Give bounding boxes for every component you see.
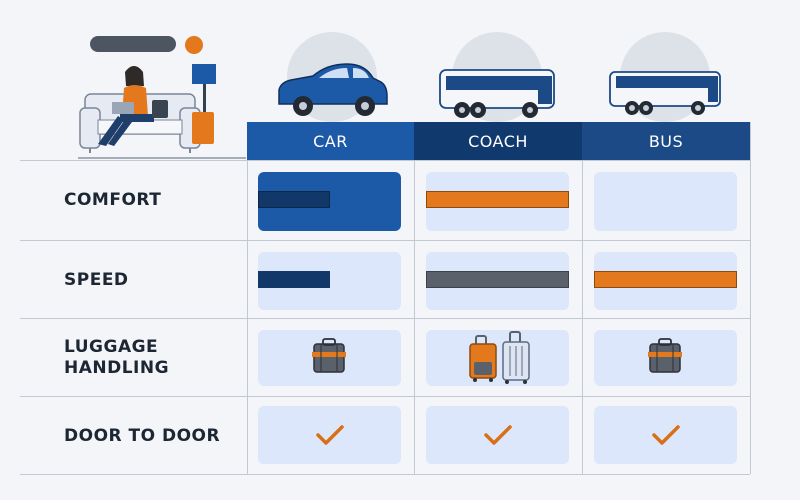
cell-luggage-bus	[594, 330, 737, 386]
comfort-car-bar	[258, 191, 330, 208]
row-label-luggage-line2: HANDLING	[64, 358, 170, 378]
divider	[247, 160, 248, 474]
cell-door-car	[258, 406, 401, 464]
row-label-luggage-line1: LUGGAGE	[64, 337, 159, 357]
column-header-car: CAR	[247, 122, 414, 160]
woman-on-sofa-illustration	[78, 64, 246, 159]
cell-comfort-coach	[426, 172, 569, 231]
column-header-coach: COACH	[414, 122, 582, 160]
coach-illustration-area	[414, 20, 582, 122]
cell-door-bus	[594, 406, 737, 464]
checkmark-icon	[484, 425, 512, 445]
row-label-luggage-handling: LUGGAGE HANDLING	[64, 337, 169, 379]
cell-speed-coach	[426, 252, 569, 310]
divider	[20, 240, 750, 241]
cell-speed-bus	[594, 252, 737, 310]
header-pill	[90, 36, 176, 52]
speed-coach-bar	[426, 271, 569, 288]
suitcase-icon	[648, 338, 682, 373]
column-header-bus-label: BUS	[648, 131, 684, 151]
bus-illustration-area	[582, 20, 750, 122]
divider	[750, 122, 751, 474]
divider	[414, 160, 415, 474]
column-header-coach-label: COACH	[468, 131, 528, 151]
cell-luggage-coach	[426, 330, 569, 386]
car-icon	[278, 63, 388, 116]
two-rolling-suitcases-icon	[469, 331, 530, 384]
divider	[20, 396, 750, 397]
coach-icon	[439, 69, 555, 118]
cell-comfort-bus	[594, 172, 737, 231]
column-header-car-label: CAR	[313, 131, 348, 151]
checkmark-icon	[652, 425, 680, 445]
speed-car-bar	[258, 271, 330, 288]
divider	[20, 160, 750, 161]
divider	[20, 474, 750, 475]
comfort-coach-bar	[426, 191, 569, 208]
header-dot	[185, 36, 203, 54]
column-header-bus: BUS	[582, 122, 750, 160]
cell-comfort-car	[258, 172, 401, 231]
cell-luggage-car	[258, 330, 401, 386]
divider	[20, 318, 750, 319]
speed-bus-bar	[594, 271, 737, 288]
row-label-comfort: COMFORT	[64, 190, 162, 210]
row-label-speed: SPEED	[64, 270, 129, 290]
bus-icon	[609, 71, 721, 115]
checkmark-icon	[316, 425, 344, 445]
cell-door-coach	[426, 406, 569, 464]
row-label-door-to-door: DOOR TO DOOR	[64, 426, 221, 446]
suitcase-icon	[312, 338, 346, 373]
cell-speed-car	[258, 252, 401, 310]
divider	[582, 160, 583, 474]
car-illustration-area	[247, 20, 415, 122]
